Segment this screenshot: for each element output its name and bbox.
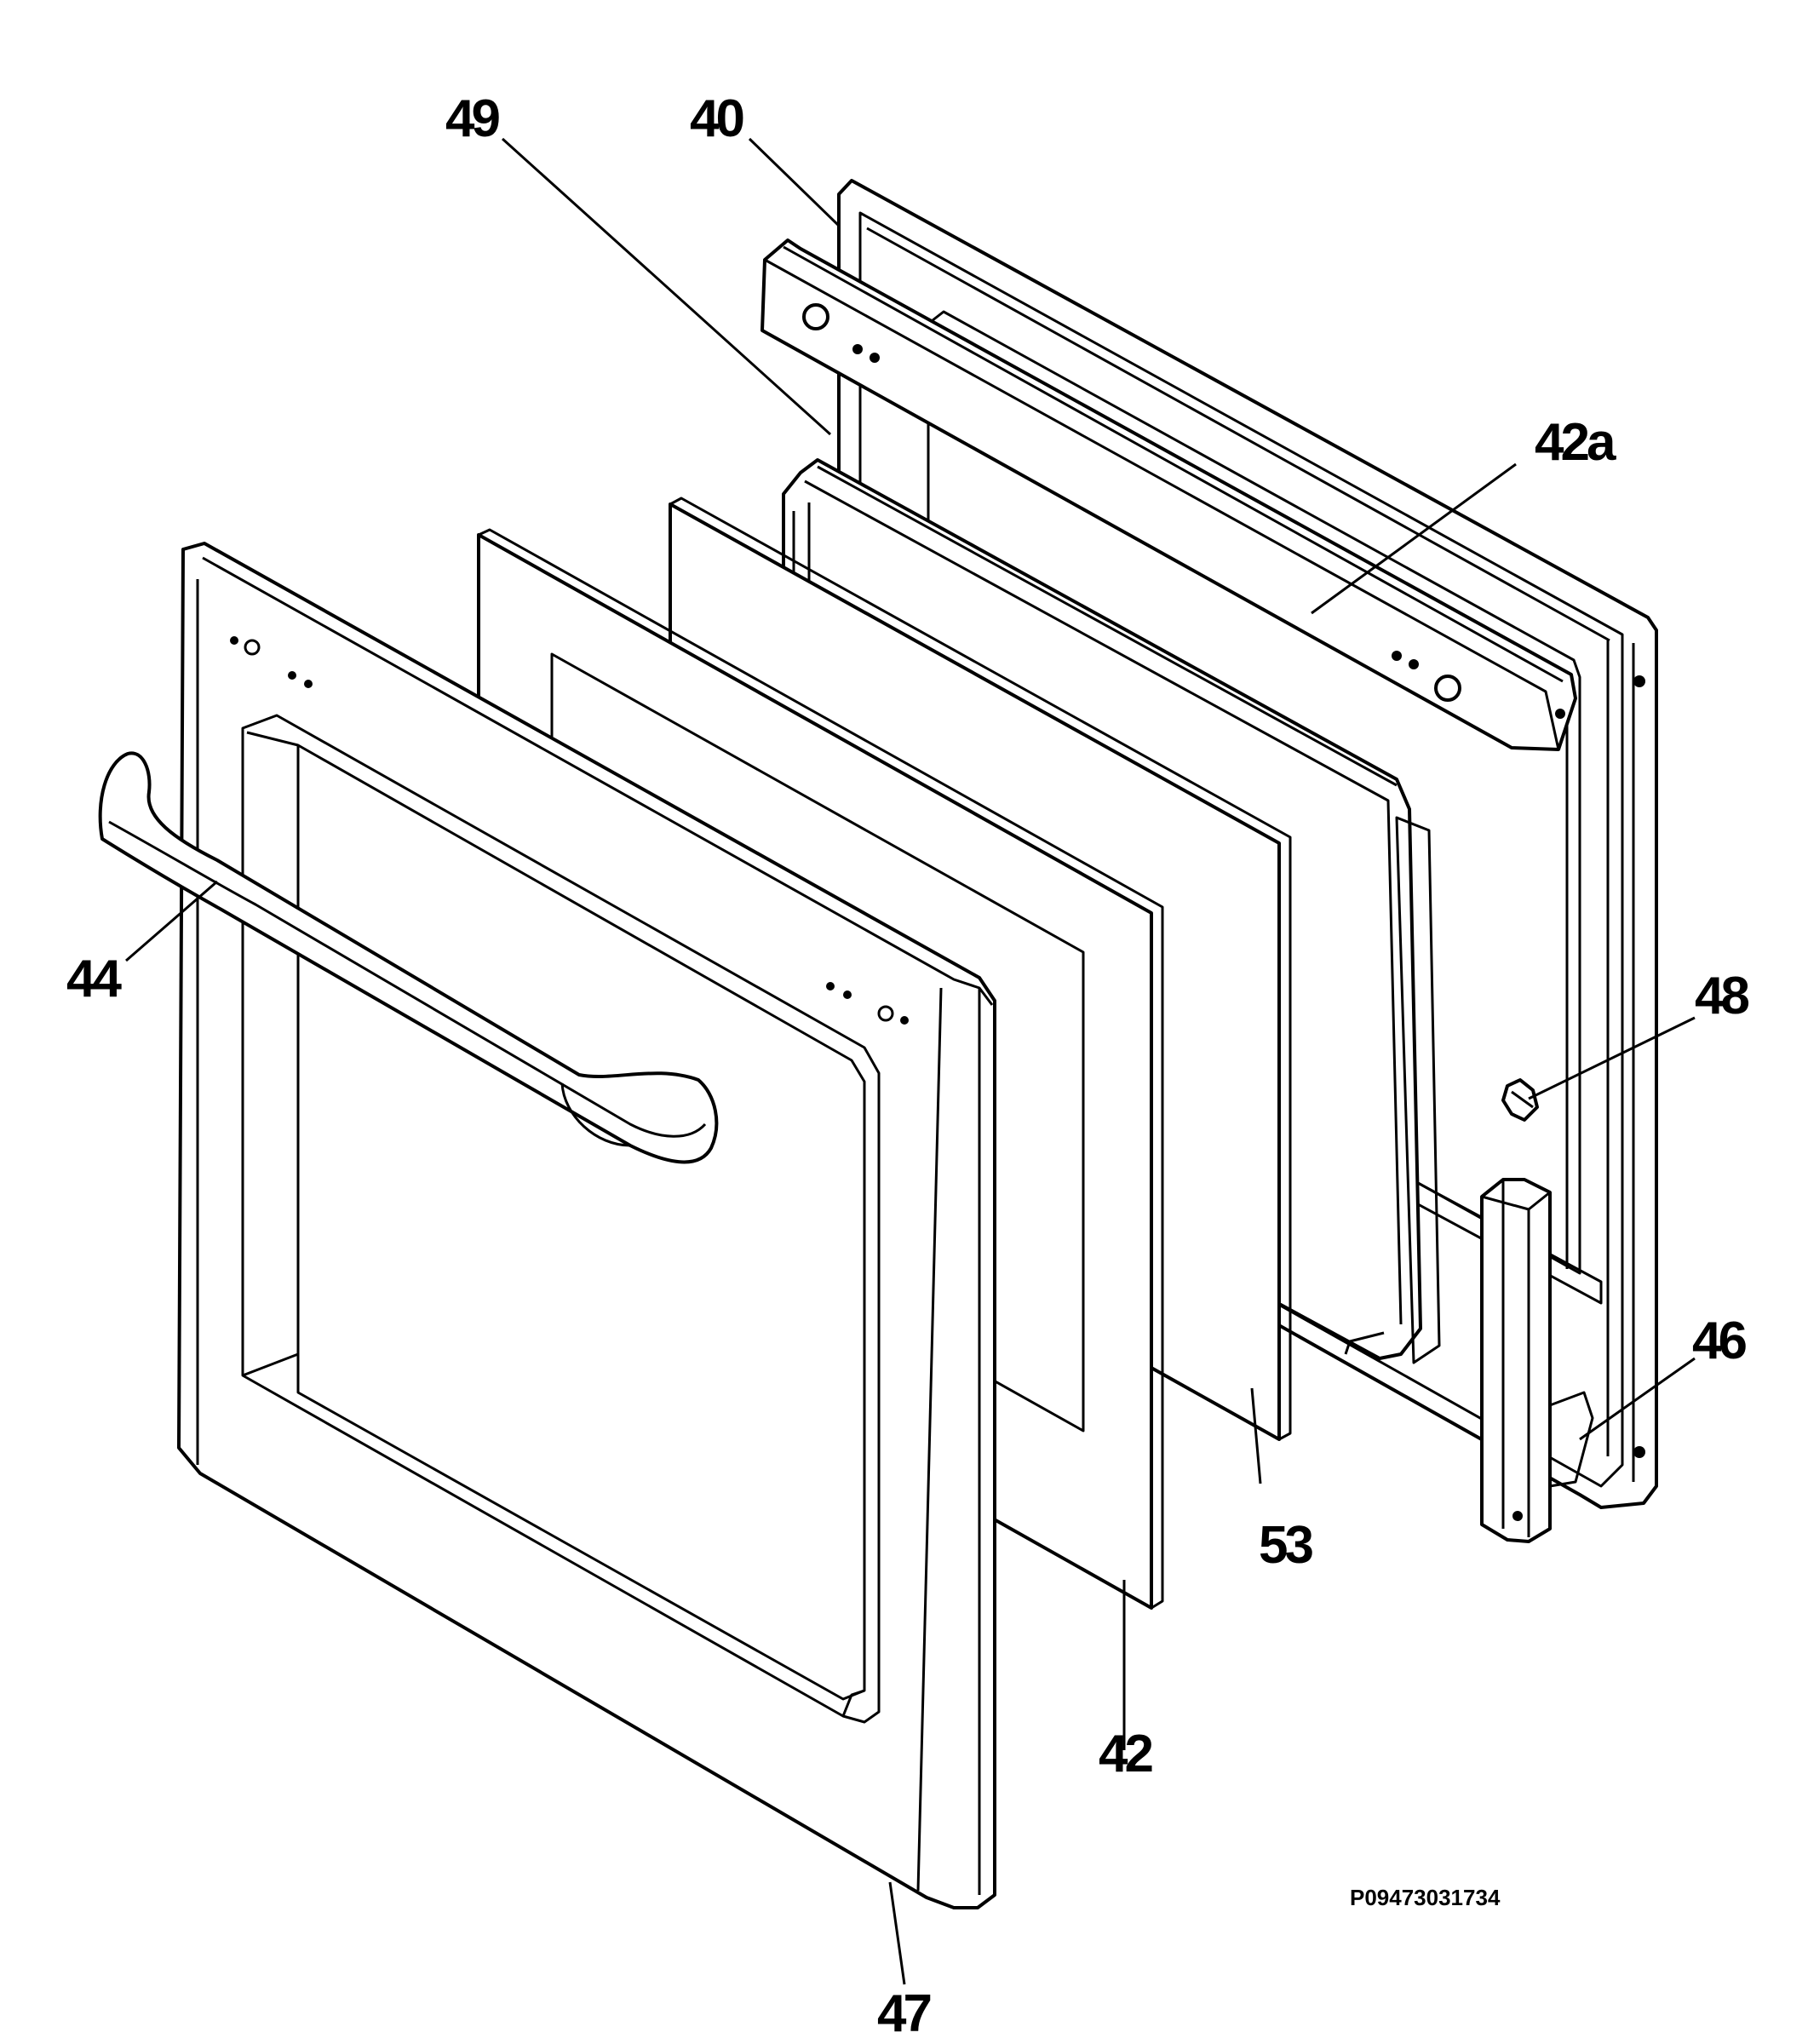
hinge-46[interactable]: [1480, 1178, 1594, 1543]
leader-42a: [1311, 462, 1517, 615]
drawing-code: P09473031734: [1350, 1885, 1501, 1910]
leader-53: [1250, 1387, 1262, 1484]
callout-40: 40: [690, 89, 743, 148]
door-handle-44[interactable]: [98, 751, 719, 1164]
leader-48: [1528, 1016, 1696, 1100]
callout-53: 53: [1259, 1516, 1312, 1575]
leader-40: [748, 137, 841, 227]
callout-42: 42: [1099, 1725, 1151, 1783]
callout-47: 47: [877, 1984, 930, 2043]
clip-48[interactable]: [1501, 1078, 1539, 1122]
callout-49: 49: [445, 89, 499, 148]
callout-42a: 42a: [1535, 413, 1616, 472]
callout-44: 44: [66, 950, 122, 1008]
leader-49: [501, 137, 832, 436]
leader-44: [125, 880, 218, 962]
hinge-bracket-bar-42a[interactable]: [761, 238, 1577, 751]
callout-48: 48: [1695, 967, 1748, 1025]
leader-46: [1579, 1357, 1696, 1441]
outer-door-panel-47[interactable]: [177, 542, 996, 1909]
leader-47: [888, 1881, 906, 1985]
callout-46: 46: [1692, 1312, 1746, 1370]
